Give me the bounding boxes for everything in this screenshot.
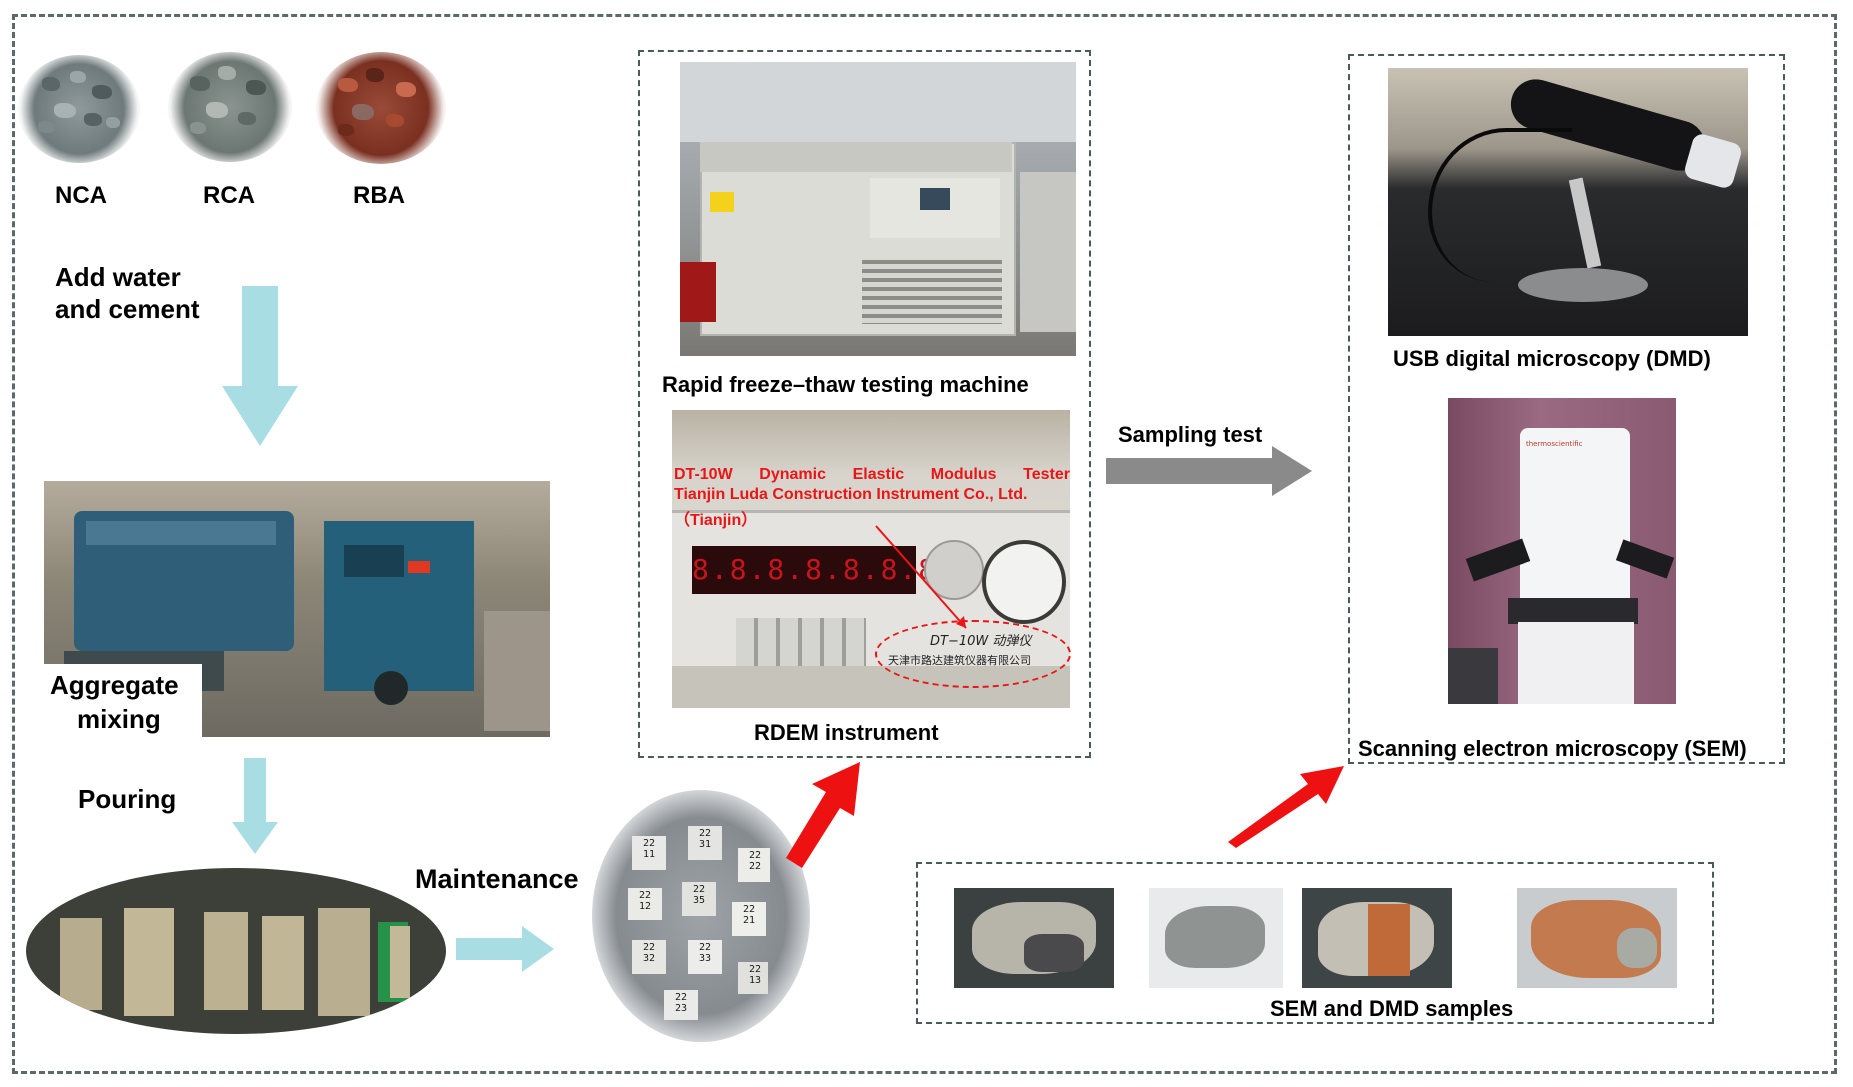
- specimen-tag: 22 13: [748, 964, 762, 986]
- specimen-tag: 22 21: [742, 904, 756, 926]
- rba-label: RBA: [353, 182, 405, 209]
- rdem-annotation-line3: （Tianjin）: [674, 512, 758, 529]
- down-arrow-icon: [232, 758, 278, 854]
- nca-aggregate-photo: [18, 55, 140, 163]
- microscopy-box: [1348, 54, 1785, 764]
- sample-photo-1: [954, 888, 1114, 988]
- poured-specimens-photo: [26, 868, 446, 1034]
- usb-digital-microscope-photo: [1388, 68, 1748, 336]
- sample-photo-3: [1302, 888, 1452, 988]
- rdem-nameplate-line2: 天津市路达建筑仪器有限公司: [888, 654, 1031, 667]
- specimen-tag: 22 35: [692, 884, 706, 906]
- maintenance-label: Maintenance: [415, 864, 579, 894]
- aggregate-mixing-label-line1: Aggregate: [50, 670, 179, 700]
- sem-label: Scanning electron microscopy (SEM): [1358, 736, 1747, 761]
- pouring-label: Pouring: [78, 784, 177, 814]
- sem-photo: thermoscientific: [1448, 398, 1676, 704]
- specimen-tag: 22 31: [698, 828, 712, 850]
- dmd-label: USB digital microscopy (DMD): [1393, 346, 1711, 371]
- specimen-tag: 22 32: [642, 942, 656, 964]
- outer-frame: [12, 14, 1837, 1074]
- sample-photo-2: [1149, 888, 1283, 988]
- rdem-nameplate-highlight: [875, 620, 1071, 688]
- red-arrow-icon: [786, 762, 860, 868]
- specimen-tag: 22 23: [674, 992, 688, 1014]
- rdem-annotation-line1: DT-10W Dynamic Elastic Modulus Tester: [674, 466, 1070, 483]
- nca-label: NCA: [55, 182, 107, 209]
- specimen-tag: 22 12: [638, 890, 652, 912]
- add-water-label-line1: Add water: [55, 262, 181, 292]
- freeze-thaw-machine-photo: [680, 62, 1076, 356]
- aggregate-mixing-label-box: [44, 664, 202, 742]
- freeze-thaw-machine-label: Rapid freeze–thaw testing machine: [662, 372, 1029, 397]
- specimen-tag: 22 33: [698, 942, 712, 964]
- right-arrow-icon: [456, 926, 554, 972]
- rca-aggregate-photo: [168, 52, 292, 162]
- samples-box: [916, 862, 1714, 1024]
- rdem-nameplate-line1: DT−10W 动弹仪: [930, 634, 1032, 649]
- sample-photo-4: [1517, 888, 1677, 988]
- rdem-instrument-label: RDEM instrument: [754, 720, 939, 745]
- down-arrow-icon: [222, 286, 298, 446]
- rdem-annotation-line2: Tianjin Luda Construction Instrument Co.…: [674, 486, 1028, 503]
- sampling-test-label: Sampling test: [1118, 422, 1263, 447]
- cured-specimens-photo: 22 11 22 31 22 22 22 12 22 35 22 21 22 32 22 33…: [592, 790, 810, 1042]
- rca-label: RCA: [203, 182, 255, 209]
- specimen-tag: 22 11: [642, 838, 656, 860]
- sem-brand-text: thermoscientific: [1526, 440, 1583, 448]
- right-arrow-icon: [1106, 446, 1312, 496]
- red-arrow-icon: [1228, 766, 1344, 848]
- aggregate-mixing-label-line2: mixing: [77, 704, 161, 734]
- specimen-tag: 22 22: [748, 850, 762, 872]
- add-water-label-line2: and cement: [55, 294, 200, 324]
- rba-aggregate-photo: [316, 52, 446, 164]
- samples-label: SEM and DMD samples: [1270, 996, 1514, 1021]
- instrument-box: [638, 50, 1091, 758]
- rdem-instrument-photo: 8.8.8.8.8.8.8.8: [672, 410, 1070, 708]
